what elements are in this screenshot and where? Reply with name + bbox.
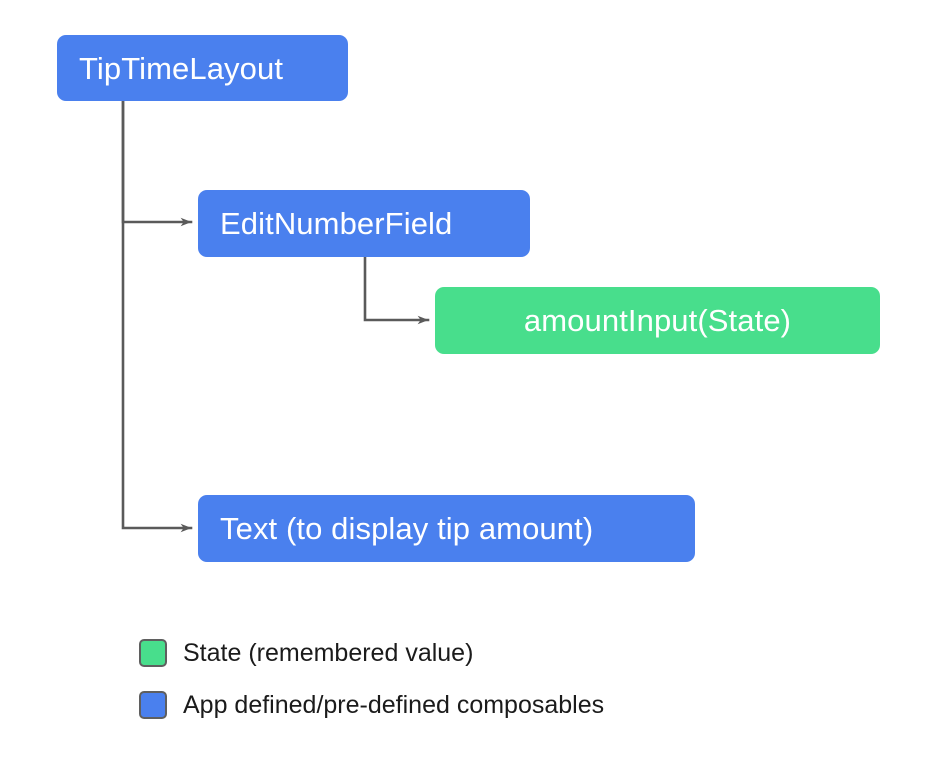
legend-swatch-state-icon	[139, 639, 167, 667]
legend-label-composables: App defined/pre-defined composables	[183, 690, 605, 719]
node-editnumberfield[interactable]: EditNumberField	[198, 190, 530, 257]
legend-item-composables: App defined/pre-defined composables	[139, 679, 759, 731]
node-editnumberfield-label: EditNumberField	[220, 206, 453, 241]
edge-editnumberfield-to-amountinput	[363, 255, 430, 325]
node-amountinput-state[interactable]: amountInput(State)	[435, 287, 880, 354]
legend: State (remembered value) App defined/pre…	[139, 627, 759, 731]
node-tiptimelayout-label: TipTimeLayout	[79, 50, 284, 86]
node-text[interactable]: Text (to display tip amount)	[198, 495, 695, 562]
edge-tiptimelayout-to-editnumberfield	[121, 99, 193, 227]
edge-tiptimelayout-to-text	[121, 99, 193, 533]
node-tiptimelayout[interactable]: TipTimeLayout	[57, 35, 348, 101]
node-amountinput-label: amountInput(State)	[523, 303, 792, 338]
legend-swatch-composable-icon	[139, 691, 167, 719]
legend-item-state: State (remembered value)	[139, 627, 759, 679]
legend-label-state: State (remembered value)	[183, 638, 474, 667]
node-text-label: Text (to display tip amount)	[220, 511, 594, 546]
